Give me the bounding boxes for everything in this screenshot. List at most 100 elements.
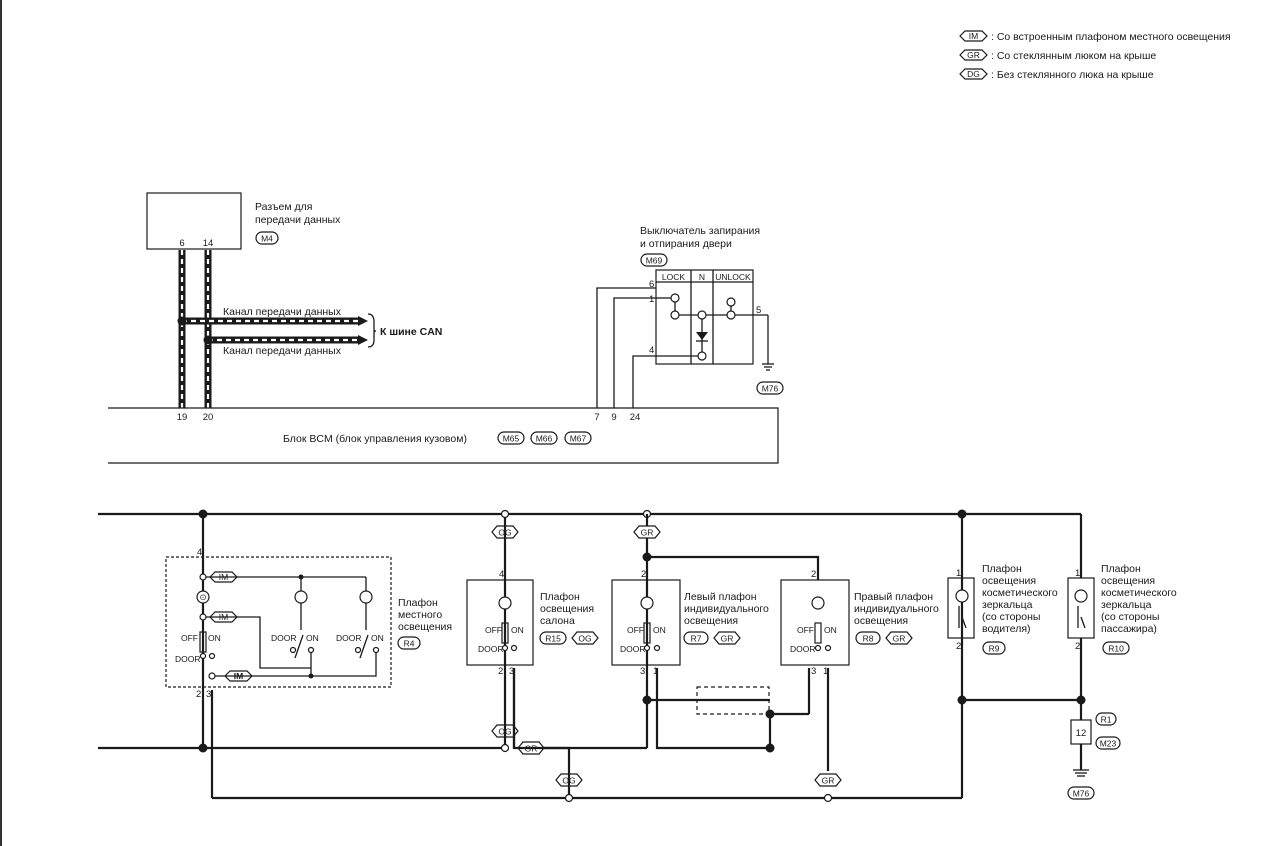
svg-text:: Со встроенным плафоном местн: : Со встроенным плафоном местного освеще… <box>991 31 1231 43</box>
svg-text:IM: IM <box>969 31 978 41</box>
svg-text:OFF: OFF <box>627 625 644 635</box>
door-lock-switch: Выключатель запирания и отпирания двери … <box>640 225 784 395</box>
svg-text:водителя): водителя) <box>982 623 1031 635</box>
svg-text:OFF: OFF <box>797 625 814 635</box>
svg-text:6: 6 <box>649 279 654 290</box>
svg-text:M4: M4 <box>261 234 273 244</box>
map-lamp: 4 2 3 IM ⊙ IM OFF ON DOOR DOOR ON D <box>165 514 452 798</box>
svg-text:Плафон: Плафон <box>1101 563 1141 575</box>
svg-text:2: 2 <box>196 689 201 700</box>
svg-text:DOOR: DOOR <box>620 644 646 654</box>
svg-text:1: 1 <box>649 294 654 305</box>
svg-text:19: 19 <box>177 412 188 423</box>
svg-text:и отпирания двери: и отпирания двери <box>640 238 732 250</box>
svg-text:2: 2 <box>641 569 646 580</box>
svg-text:3: 3 <box>206 689 211 700</box>
svg-text:2: 2 <box>1075 641 1080 652</box>
svg-text:OG: OG <box>498 727 511 737</box>
svg-text:OG: OG <box>562 776 575 786</box>
svg-text:ON: ON <box>371 633 384 643</box>
svg-text:OFF: OFF <box>485 625 502 635</box>
legend: IM : Со встроенным плафоном местного осв… <box>959 30 1231 81</box>
vanity-lamp-driver: 1 2 Плафон освещения косметического зерк… <box>947 563 1058 655</box>
svg-text:(со стороны: (со стороны <box>1101 611 1159 623</box>
svg-text:Левый плафон: Левый плафон <box>684 591 757 603</box>
svg-text:Плафон: Плафон <box>398 597 438 609</box>
svg-text:GR: GR <box>893 634 906 644</box>
svg-text:Выключатель запирания: Выключатель запирания <box>640 225 760 237</box>
svg-text:M76: M76 <box>762 384 779 394</box>
svg-text:4: 4 <box>499 569 504 580</box>
svg-text:Блок BCM (блок управления кузо: Блок BCM (блок управления кузовом) <box>283 433 467 445</box>
bus-wires <box>98 509 1086 800</box>
svg-text:1: 1 <box>653 666 658 677</box>
svg-text:косметического: косметического <box>982 587 1058 599</box>
svg-text:(со стороны: (со стороны <box>982 611 1040 623</box>
wire-pin4 <box>632 355 656 408</box>
ground-connector: 12 R1 M23 M76 <box>1067 712 1121 800</box>
svg-text:индивидуального: индивидуального <box>684 603 769 615</box>
can-lines <box>177 250 377 408</box>
svg-text:M69: M69 <box>646 256 663 266</box>
svg-text:: Без стеклянного люка на крыш: : Без стеклянного люка на крыше <box>991 69 1154 81</box>
svg-text:DOOR: DOOR <box>336 633 362 643</box>
svg-text:M76: M76 <box>1073 789 1090 799</box>
svg-text:GR: GR <box>822 776 835 786</box>
legend-item-dg: DG : Без стеклянного люка на крыше <box>959 68 1154 81</box>
svg-text:освещения: освещения <box>854 615 908 627</box>
svg-text:пассажира): пассажира) <box>1101 623 1157 635</box>
svg-text:5: 5 <box>756 305 761 316</box>
svg-text:освещения: освещения <box>1101 575 1155 587</box>
svg-text:IM: IM <box>219 612 228 622</box>
svg-text:освещения: освещения <box>684 615 738 627</box>
svg-text:12: 12 <box>1076 728 1087 739</box>
svg-text:2: 2 <box>956 641 961 652</box>
vanity-lamp-passenger: 1 2 Плафон освещения косметического зерк… <box>1067 514 1177 720</box>
svg-text:1: 1 <box>823 666 828 677</box>
can-channel-1-label: Канал передачи данных <box>223 306 342 318</box>
can-channel-2-label: Канал передачи данных <box>223 345 342 357</box>
svg-text:2: 2 <box>498 666 503 677</box>
bcm-unit: 19 20 7 9 24 Блок BCM (блок управления к… <box>108 407 779 464</box>
svg-text:9: 9 <box>611 412 616 423</box>
svg-text:IM: IM <box>219 572 228 582</box>
svg-text:DOOR: DOOR <box>478 644 504 654</box>
svg-text:R1: R1 <box>1101 715 1112 725</box>
svg-text:M67: M67 <box>570 434 587 444</box>
svg-text:1: 1 <box>956 568 961 579</box>
svg-text:Плафон: Плафон <box>982 563 1022 575</box>
svg-text:Разъем для: Разъем для <box>255 201 312 213</box>
svg-text:2: 2 <box>811 569 816 580</box>
svg-text:R7: R7 <box>691 634 702 644</box>
svg-text:M23: M23 <box>1100 739 1117 749</box>
svg-text:R9: R9 <box>989 644 1000 654</box>
svg-text:DOOR: DOOR <box>790 644 816 654</box>
svg-text:: Со стеклянным люком на крыше: : Со стеклянным люком на крыше <box>991 50 1156 62</box>
svg-text:местного: местного <box>398 609 442 621</box>
svg-text:Правый плафон: Правый плафон <box>854 591 933 603</box>
svg-text:индивидуального: индивидуального <box>854 603 939 615</box>
svg-text:освещения: освещения <box>398 621 452 633</box>
svg-text:14: 14 <box>203 238 214 249</box>
svg-text:косметического: косметического <box>1101 587 1177 599</box>
svg-text:UNLOCK: UNLOCK <box>715 272 751 282</box>
svg-text:передачи данных: передачи данных <box>255 214 341 226</box>
svg-text:освещения: освещения <box>540 603 594 615</box>
svg-text:освещения: освещения <box>982 575 1036 587</box>
svg-text:LOCK: LOCK <box>662 272 685 282</box>
svg-text:7: 7 <box>594 412 599 423</box>
svg-text:GR: GR <box>525 744 538 754</box>
svg-text:6: 6 <box>179 238 184 249</box>
room-lamp: OG 4 OFF ON DOOR 2 3 OG GR OG Плафон осв… <box>466 509 647 803</box>
legend-item-gr: GR : Со стеклянным люком на крыше <box>959 49 1156 62</box>
svg-text:ON: ON <box>208 633 221 643</box>
svg-text:зеркальца: зеркальца <box>1101 599 1152 611</box>
optional-junction <box>696 686 770 715</box>
svg-text:R8: R8 <box>863 634 874 644</box>
svg-text:3: 3 <box>811 666 816 677</box>
right-personal-lamp: 2 OFF ON DOOR 3 1 GR Правый плафон индив… <box>780 569 939 803</box>
svg-text:DG: DG <box>967 69 980 79</box>
svg-text:DOOR: DOOR <box>271 633 297 643</box>
svg-text:DOOR: DOOR <box>175 654 201 664</box>
